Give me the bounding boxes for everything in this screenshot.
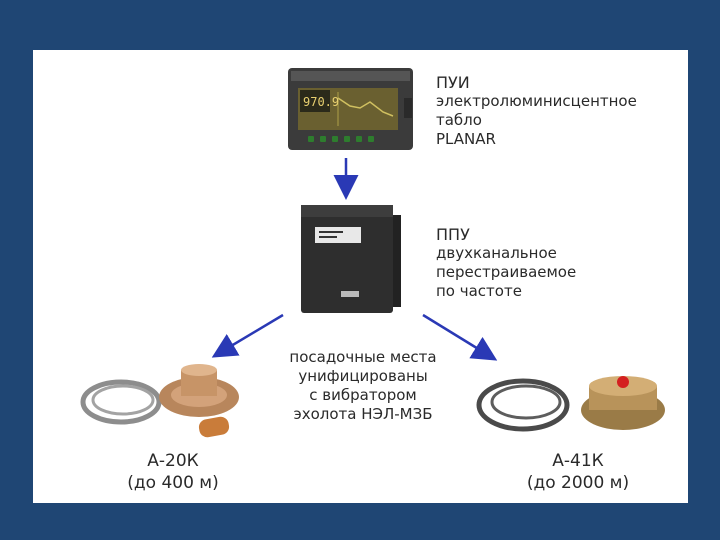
arrow-right [422, 313, 498, 361]
right-sensor-caption: А-41К (до 2000 м) [493, 450, 663, 494]
pui-display-unit-image [288, 68, 413, 150]
note-line-4: эхолота НЭЛ-МЗБ [293, 405, 433, 423]
ppu-title: ППУ [436, 225, 470, 244]
slide-canvas: 970.9 ПУИ электролюминисцентное табло PL… [33, 50, 688, 503]
arrow-left [211, 313, 284, 358]
pui-label-block: ПУИ электролюминисцентное табло PLANAR [436, 73, 637, 149]
ppu-desc-line-1: двухканальное [436, 244, 557, 262]
left-sensor-caption: А-20К (до 400 м) [103, 450, 243, 494]
mounting-note: посадочные места унифицированы с вибрато… [273, 348, 453, 424]
ppu-box-image [301, 205, 401, 313]
right-sensor-range: (до 2000 м) [526, 473, 630, 493]
ppu-label-block: ППУ двухканальное перестраиваемое по час… [436, 225, 576, 301]
note-line-3: с вибратором [309, 386, 417, 404]
pui-desc-line-1: электролюминисцентное [436, 92, 637, 110]
a20k-transducer-image [80, 364, 239, 438]
pui-title: ПУИ [436, 73, 470, 92]
left-sensor-model: А-20К [147, 451, 199, 471]
pui-display-readout: 970.9 [303, 95, 340, 109]
left-sensor-range: (до 400 м) [127, 473, 219, 493]
note-line-2: унифицированы [298, 367, 428, 385]
a41k-transducer-image [476, 376, 665, 432]
ppu-desc-line-2: перестраиваемое [436, 263, 577, 281]
pui-desc-line-2: табло [436, 111, 482, 129]
note-line-1: посадочные места [289, 348, 437, 366]
pui-desc-line-3: PLANAR [436, 130, 496, 148]
connection-arrows [211, 158, 498, 361]
right-sensor-model: А-41К [552, 451, 604, 471]
ppu-desc-line-3: по частоте [436, 282, 522, 300]
